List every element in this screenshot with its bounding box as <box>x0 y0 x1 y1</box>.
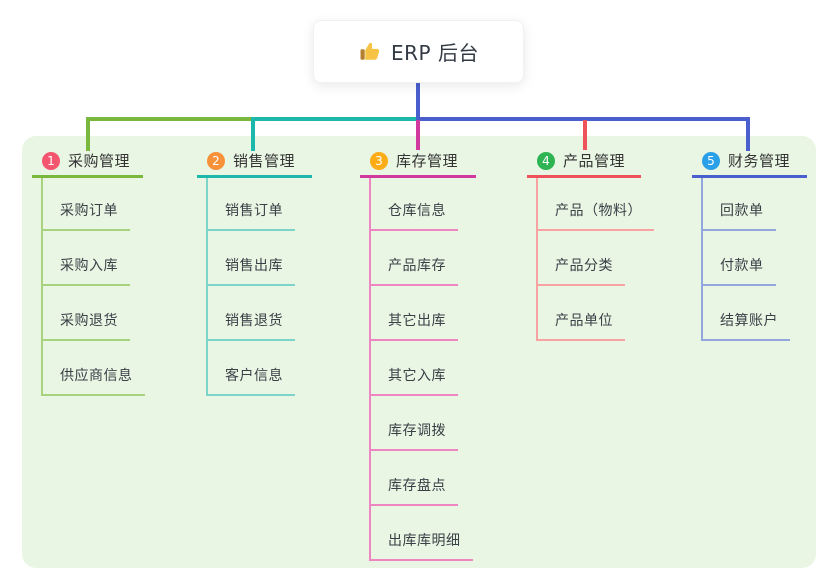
badge-number-1: 1 <box>42 151 60 170</box>
node-item[interactable]: 产品分类 <box>538 231 625 286</box>
node-label: 采购入库 <box>60 258 118 274</box>
branch-title-product[interactable]: 4 产品管理 <box>527 146 641 178</box>
node-label: 销售订单 <box>225 203 283 219</box>
node-label: 供应商信息 <box>60 368 133 384</box>
node-item[interactable]: 采购退货 <box>43 286 130 341</box>
node-item[interactable]: 库存盘点 <box>371 451 458 506</box>
node-item[interactable]: 付款单 <box>703 231 776 286</box>
node-label: 产品单位 <box>555 313 613 329</box>
branches-panel <box>22 136 816 568</box>
node-item[interactable]: 产品单位 <box>538 286 625 341</box>
connector-drop-inventory <box>416 120 420 150</box>
branch-children: 销售订单 销售出库 销售退货 客户信息 <box>206 178 295 396</box>
branch-children: 采购订单 采购入库 采购退货 供应商信息 <box>41 178 145 396</box>
node-label: 销售出库 <box>225 258 283 274</box>
node-label: 库存盘点 <box>388 478 446 494</box>
branch-label: 采购管理 <box>68 152 131 170</box>
node-label: 结算账户 <box>720 313 778 329</box>
node-label: 仓库信息 <box>388 203 446 219</box>
branch-label: 销售管理 <box>233 152 296 170</box>
root-node-erp[interactable]: ERP 后台 <box>313 20 524 83</box>
badge-number-2: 2 <box>207 151 225 170</box>
node-label: 销售退货 <box>225 313 283 329</box>
connector-root-vertical <box>416 82 420 119</box>
node-label: 付款单 <box>720 258 764 274</box>
node-item[interactable]: 仓库信息 <box>371 178 458 231</box>
node-item[interactable]: 采购入库 <box>43 231 130 286</box>
branch-label: 财务管理 <box>728 152 791 170</box>
connector-drop-purchase <box>86 117 90 151</box>
connector-horizontal-purchase <box>86 117 253 121</box>
node-label: 产品分类 <box>555 258 613 274</box>
node-label: 采购退货 <box>60 313 118 329</box>
node-item[interactable]: 销售订单 <box>208 178 295 231</box>
branch-inventory: 3 库存管理 仓库信息 产品库存 其它出库 其它入库 库存调拨 库存盘点 出库库… <box>360 146 476 561</box>
node-item[interactable]: 出库库明细 <box>371 506 473 561</box>
node-label: 其它入库 <box>388 368 446 384</box>
node-label: 产品库存 <box>388 258 446 274</box>
branch-label: 产品管理 <box>563 152 626 170</box>
root-title: ERP 后台 <box>391 41 479 65</box>
connector-drop-sales <box>251 117 255 151</box>
branch-title-inventory[interactable]: 3 库存管理 <box>360 146 476 178</box>
branch-children: 产品（物料） 产品分类 产品单位 <box>536 178 654 341</box>
node-item[interactable]: 库存调拨 <box>371 396 458 451</box>
node-label: 库存调拨 <box>388 423 446 439</box>
node-label: 产品（物料） <box>555 203 642 219</box>
branch-purchase: 1 采购管理 采购订单 采购入库 采购退货 供应商信息 <box>32 146 145 396</box>
badge-number-5: 5 <box>702 151 720 170</box>
node-label: 采购订单 <box>60 203 118 219</box>
node-item[interactable]: 采购订单 <box>43 178 130 231</box>
node-item[interactable]: 其它出库 <box>371 286 458 341</box>
branch-product: 4 产品管理 产品（物料） 产品分类 产品单位 <box>527 146 654 341</box>
connector-horizontal-finance <box>416 117 750 121</box>
node-item[interactable]: 产品（物料） <box>538 178 654 231</box>
node-item[interactable]: 客户信息 <box>208 341 295 396</box>
node-item[interactable]: 产品库存 <box>371 231 458 286</box>
branch-title-sales[interactable]: 2 销售管理 <box>197 146 312 178</box>
node-item[interactable]: 销售出库 <box>208 231 295 286</box>
node-label: 回款单 <box>720 203 764 219</box>
badge-number-4: 4 <box>537 151 555 170</box>
node-item[interactable]: 供应商信息 <box>43 341 145 396</box>
connector-drop-product <box>583 120 587 150</box>
node-item[interactable]: 销售退货 <box>208 286 295 341</box>
node-item[interactable]: 回款单 <box>703 178 776 231</box>
node-item[interactable]: 结算账户 <box>703 286 790 341</box>
node-label: 客户信息 <box>225 368 283 384</box>
branch-sales: 2 销售管理 销售订单 销售出库 销售退货 客户信息 <box>197 146 312 396</box>
branch-children: 仓库信息 产品库存 其它出库 其它入库 库存调拨 库存盘点 出库库明细 <box>369 178 473 561</box>
thumbs-up-icon <box>358 40 381 63</box>
branch-title-purchase[interactable]: 1 采购管理 <box>32 146 143 178</box>
branch-title-finance[interactable]: 5 财务管理 <box>692 146 807 178</box>
connector-drop-finance <box>746 117 750 151</box>
badge-number-3: 3 <box>370 151 388 170</box>
branch-children: 回款单 付款单 结算账户 <box>701 178 790 341</box>
branch-label: 库存管理 <box>396 152 459 170</box>
connector-horizontal-sales <box>251 117 419 121</box>
node-label: 出库库明细 <box>388 533 461 549</box>
node-item[interactable]: 其它入库 <box>371 341 458 396</box>
node-label: 其它出库 <box>388 313 446 329</box>
branch-finance: 5 财务管理 回款单 付款单 结算账户 <box>692 146 807 341</box>
